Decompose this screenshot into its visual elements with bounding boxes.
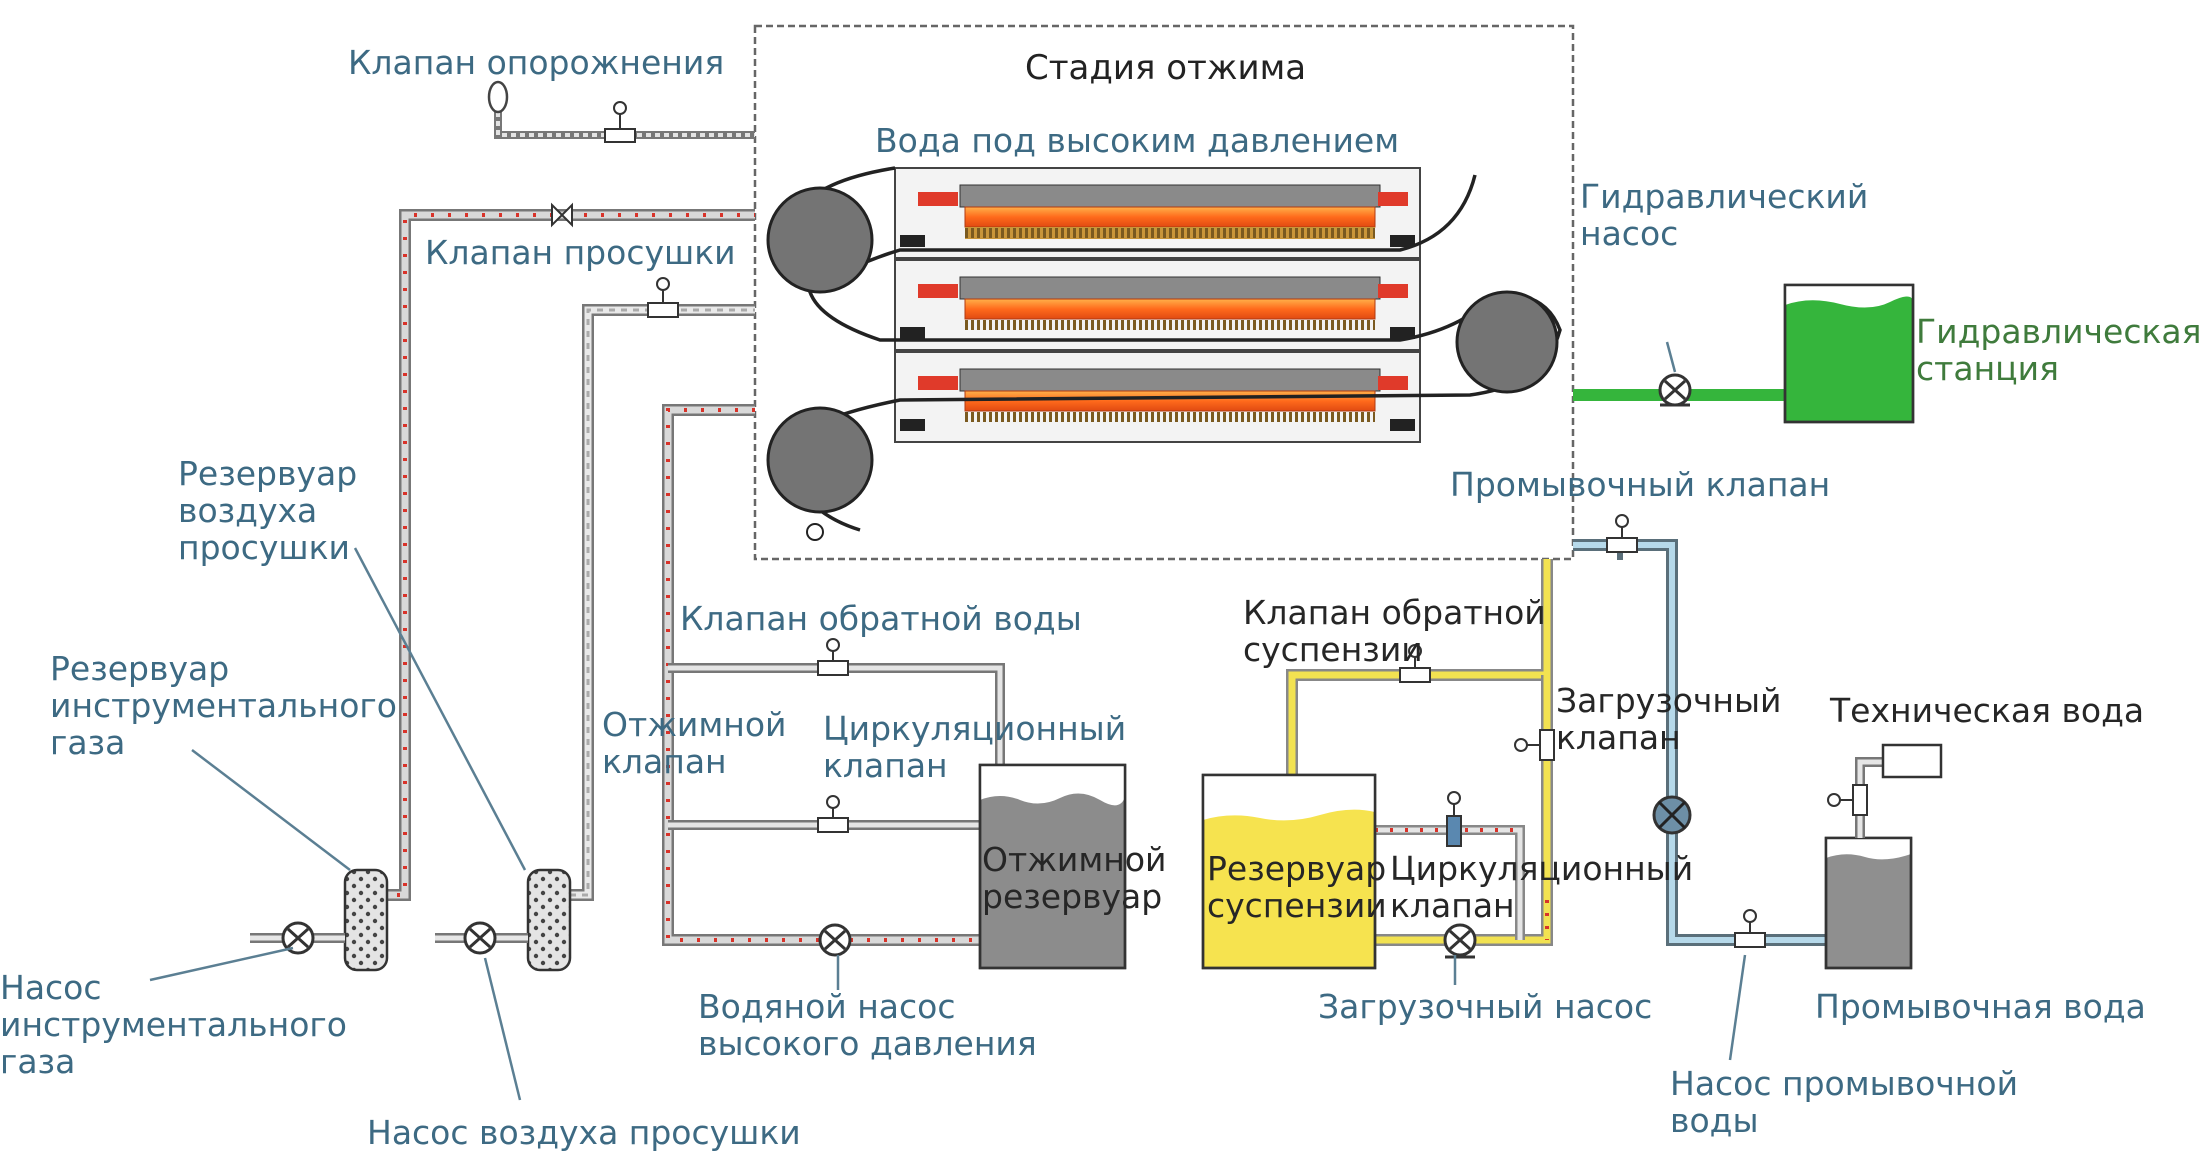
leader-lines bbox=[149, 341, 1747, 1101]
label-instrument-gas-tank: Резервуар инструментального газа bbox=[50, 649, 397, 762]
slurry-tank-body bbox=[1201, 773, 1377, 970]
label-drying-air-pump: Насос воздуха просушки bbox=[367, 1113, 801, 1152]
drain-valve-icon bbox=[604, 101, 636, 143]
feed-valve-icon bbox=[1514, 729, 1555, 761]
flush-water-tank-body bbox=[1824, 836, 1913, 970]
instrument-gas-tank-body bbox=[343, 868, 389, 972]
instrument-gas-pump-icon bbox=[281, 921, 315, 955]
label-return-water-valve: Клапан обратной воды bbox=[680, 599, 1082, 638]
label-drying-valve: Клапан просушки bbox=[425, 233, 736, 272]
label-process-water: Техническая вода bbox=[1830, 691, 2145, 730]
stage-title: Стадия отжима bbox=[1025, 48, 1307, 88]
process-water-valve-icon bbox=[1827, 784, 1868, 816]
drying-air-pump-icon bbox=[463, 921, 497, 955]
label-circulation-valve-left: Циркуляционный клапан bbox=[823, 709, 1127, 785]
roller-top-left bbox=[766, 186, 874, 294]
drying-valve-icon bbox=[647, 277, 679, 318]
hp-water-pump-icon bbox=[818, 923, 852, 957]
label-instrument-gas-pump: Насос инструментального газа bbox=[0, 968, 347, 1081]
label-flush-water-pump: Насос промывочной воды bbox=[1670, 1064, 2019, 1140]
drying-air-tank-body bbox=[526, 868, 572, 972]
small-roller bbox=[806, 523, 824, 541]
label-squeeze-valve: Отжимной клапан bbox=[602, 705, 787, 781]
label-hp-water-pump: Водяной насос высокого давления bbox=[698, 987, 1037, 1063]
circulation-valve-left-icon bbox=[817, 795, 849, 833]
label-return-slurry-valve: Клапан обратной суспензии bbox=[1243, 593, 1546, 669]
return-slurry-valve-icon bbox=[1399, 644, 1431, 683]
label-flush-valve: Промывочный клапан bbox=[1450, 465, 1831, 504]
label-feed-valve: Загрузочный клапан bbox=[1556, 681, 1782, 757]
flush-water-pump-icon bbox=[1734, 909, 1766, 948]
label-flush-water: Промывочная вода bbox=[1815, 987, 2146, 1026]
instrument-gas-pipe bbox=[380, 209, 755, 901]
instrument-gas-check-valve-icon bbox=[551, 202, 573, 228]
label-hydraulic-pump: Гидравлический насос bbox=[1580, 177, 1869, 253]
label-drying-air-tank: Резервуар воздуха просушки bbox=[178, 454, 358, 567]
label-drain-valve: Клапан опорожнения bbox=[348, 43, 725, 82]
squeeze-tank-body bbox=[978, 763, 1127, 970]
hydraulic-pump-icon bbox=[1658, 373, 1692, 407]
roller-right bbox=[1455, 290, 1559, 394]
label-hydraulic-station: Гидравлическая станция bbox=[1916, 312, 2202, 388]
label-squeeze-tank: Отжимной резервуар bbox=[982, 840, 1167, 916]
label-circulation-valve-right: Циркуляционный клапан bbox=[1390, 849, 1694, 925]
label-feed-pump: Загрузочный насос bbox=[1318, 987, 1653, 1026]
feed-pump-icon bbox=[1443, 923, 1477, 959]
drain-valve-body bbox=[487, 80, 509, 114]
flush-valve-icon bbox=[1606, 514, 1638, 553]
circulation-valve-right-icon bbox=[1446, 791, 1462, 847]
squeeze-stage-frame bbox=[753, 24, 1575, 561]
label-high-pressure-water: Вода под высоким давлением bbox=[875, 121, 1400, 160]
label-slurry-tank: Резервуар суспензии bbox=[1207, 849, 1387, 925]
flow-meter-icon bbox=[1652, 795, 1692, 835]
return-water-valve-icon bbox=[817, 638, 849, 676]
roller-bottom-left bbox=[766, 406, 874, 514]
process-water-inlet bbox=[1881, 743, 1943, 779]
hydraulic-station-tank bbox=[1783, 283, 1915, 424]
